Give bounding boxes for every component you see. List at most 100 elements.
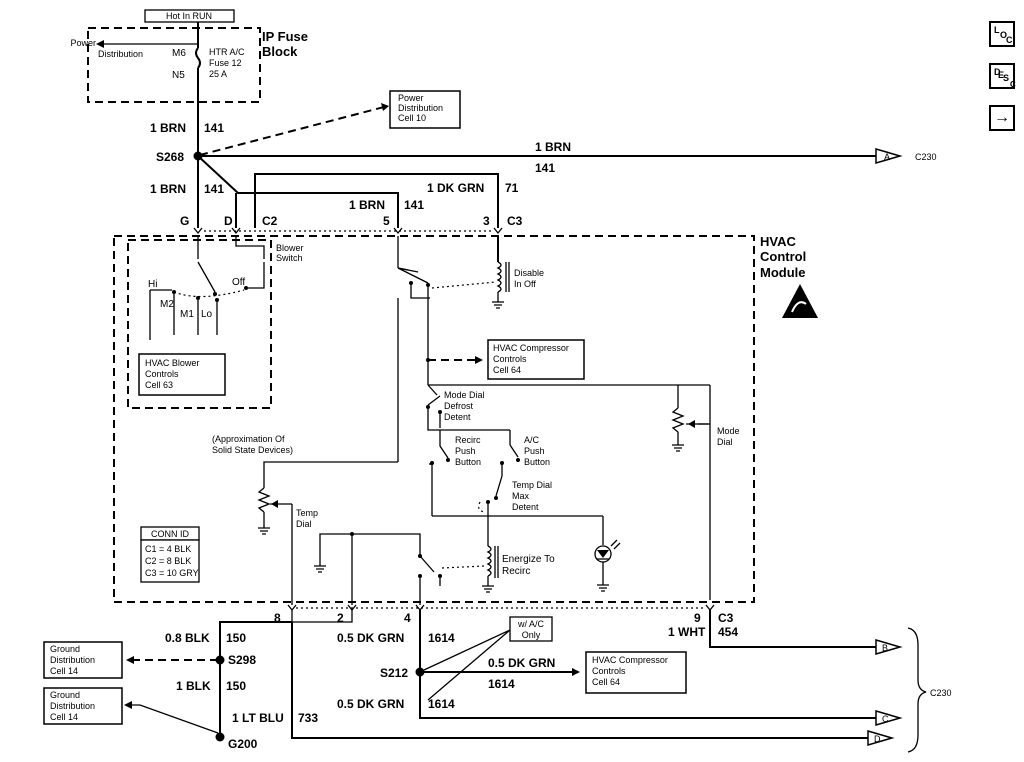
speed-m1: M1	[180, 309, 194, 320]
temp-dial-label-1: Temp	[296, 508, 318, 518]
wire-150-size-b: 1 BLK	[176, 679, 211, 693]
temp-max-1: Temp Dial	[512, 480, 552, 490]
solid-state-note-1: (Approximation Of	[212, 434, 285, 444]
power-dist-label-1: Power	[70, 38, 96, 48]
desc-button[interactable]: D E S C	[989, 63, 1016, 89]
desc-letter-s: S	[1003, 73, 1010, 83]
recirc-label-3: Button	[455, 457, 481, 467]
loc-button[interactable]: L O C	[989, 21, 1015, 47]
wire-733-size: 1 LT BLU	[232, 711, 284, 725]
wac-only-box	[509, 616, 553, 642]
power-dist-cell-1: Power	[398, 93, 424, 103]
wire-454-circuit: 454	[718, 625, 738, 639]
fuse-label-2: Fuse 12	[209, 58, 242, 68]
speed-off: Off	[232, 277, 245, 288]
ac-label-1: A/C	[524, 435, 540, 445]
offpage-a-triangle	[875, 148, 903, 164]
wire-141-size-pin5: 1 BRN	[349, 198, 385, 212]
arrow-left-icon	[126, 656, 134, 664]
compressor-cell-2-line-2: Controls	[592, 666, 626, 676]
pin-9: 9	[694, 611, 701, 625]
conn-id-box	[140, 539, 200, 583]
disable-label-2: In Off	[514, 279, 536, 289]
fuse-term-m6: M6	[172, 48, 186, 59]
hot-in-run-box	[144, 9, 235, 23]
pin-2: 2	[337, 611, 344, 625]
ground-cell-2-box	[43, 687, 123, 725]
wire-1614-size-bottom: 0.5 DK GRN	[337, 697, 404, 711]
wire-141-size-mid: 1 BRN	[150, 182, 186, 196]
arrow-left-icon	[96, 40, 104, 48]
fuse-block-title-2: Block	[262, 44, 298, 59]
wire-1614-size-right: 0.5 DK GRN	[488, 656, 555, 670]
wire-733-circuit: 733	[298, 711, 318, 725]
desc-letter-c: C	[1010, 80, 1016, 89]
pin-4: 4	[404, 611, 411, 625]
ground-g200-label: G200	[228, 737, 258, 751]
pin-5: 5	[383, 214, 390, 228]
ground-cell-1-line-1: Ground	[50, 644, 80, 654]
ground-g200	[215, 732, 225, 742]
hvac-module-outline	[113, 235, 755, 603]
offpage-b-triangle	[875, 639, 903, 655]
offpage-d-triangle	[867, 730, 895, 746]
wire-141-circuit-mid: 141	[204, 182, 224, 196]
arrow-right-icon	[475, 356, 483, 364]
arrow-right-icon	[572, 668, 580, 676]
power-dist-cell-3: Cell 10	[398, 113, 426, 123]
wire-141-size-right: 1 BRN	[535, 140, 571, 154]
recirc-label-2: Push	[455, 446, 476, 456]
ground-cell-1-box	[43, 641, 123, 679]
ac-label-3: Button	[524, 457, 550, 467]
offpage-c-triangle	[875, 710, 903, 726]
arrow-left-icon	[124, 701, 132, 709]
splice-s212-label: S212	[380, 666, 408, 680]
recirc-label-1: Recirc	[455, 435, 481, 445]
ground-cell-2-line-1: Ground	[50, 690, 80, 700]
blower-cell-2: Controls	[145, 369, 179, 379]
offpage-b-letter: B	[882, 643, 888, 653]
wire-71-size: 1 DK GRN	[427, 181, 484, 195]
fuse-label-1: HTR A/C	[209, 47, 245, 57]
blower-switch-label-1: Blower	[276, 243, 304, 253]
conn-id-title: CONN ID	[151, 529, 190, 539]
wire-150-circuit-b: 150	[226, 679, 246, 693]
temp-max-3: Detent	[512, 502, 539, 512]
offpage-a-letter: A	[884, 152, 890, 162]
energize-label-1: Energize To	[502, 554, 555, 565]
compressor-cell-3: Cell 64	[493, 365, 521, 375]
loc-letter-o: O	[1000, 30, 1008, 40]
pin-c2: C2	[262, 214, 278, 228]
wire-150-circuit-a: 150	[226, 631, 246, 645]
arrow-right-icon	[381, 103, 389, 111]
fuse-label-3: 25 A	[209, 69, 227, 79]
energize-label-2: Recirc	[502, 566, 530, 577]
pin-8: 8	[274, 611, 281, 625]
wire-71-circuit: 71	[505, 181, 519, 195]
blower-switch-group	[127, 239, 272, 409]
compressor-cell-2-box	[585, 651, 687, 694]
ip-fuse-block-outline	[87, 27, 261, 103]
disable-label-1: Disable	[514, 268, 544, 278]
offpage-a-ref: C230	[915, 152, 937, 162]
mode-dial-label-1: Mode	[717, 426, 740, 436]
mode-dial-label-2: Dial	[717, 437, 733, 447]
module-title-3: Module	[760, 265, 806, 280]
compressor-cell-2-line-3: Cell 64	[592, 677, 620, 687]
loc-letter-l: L	[994, 25, 1000, 35]
wac-only-1: w/ A/C	[517, 619, 545, 629]
wire-141-circuit-pin5: 141	[404, 198, 424, 212]
temp-dial-label-2: Dial	[296, 519, 312, 529]
wire-141-size-top: 1 BRN	[150, 121, 186, 135]
pin-c3: C3	[507, 214, 523, 228]
hot-in-run-label: Hot In RUN	[166, 11, 212, 21]
power-dist-label-2: Distribution	[98, 49, 143, 59]
fuse-term-n5: N5	[172, 70, 185, 81]
mode-detent-1: Mode Dial	[444, 390, 485, 400]
esd-warning-icon	[782, 284, 818, 318]
next-arrow-icon[interactable]: →	[989, 105, 1015, 131]
splice-s298	[215, 655, 225, 665]
wire-1614-size-top: 0.5 DK GRN	[337, 631, 404, 645]
offpage-d-letter: D	[874, 734, 881, 744]
